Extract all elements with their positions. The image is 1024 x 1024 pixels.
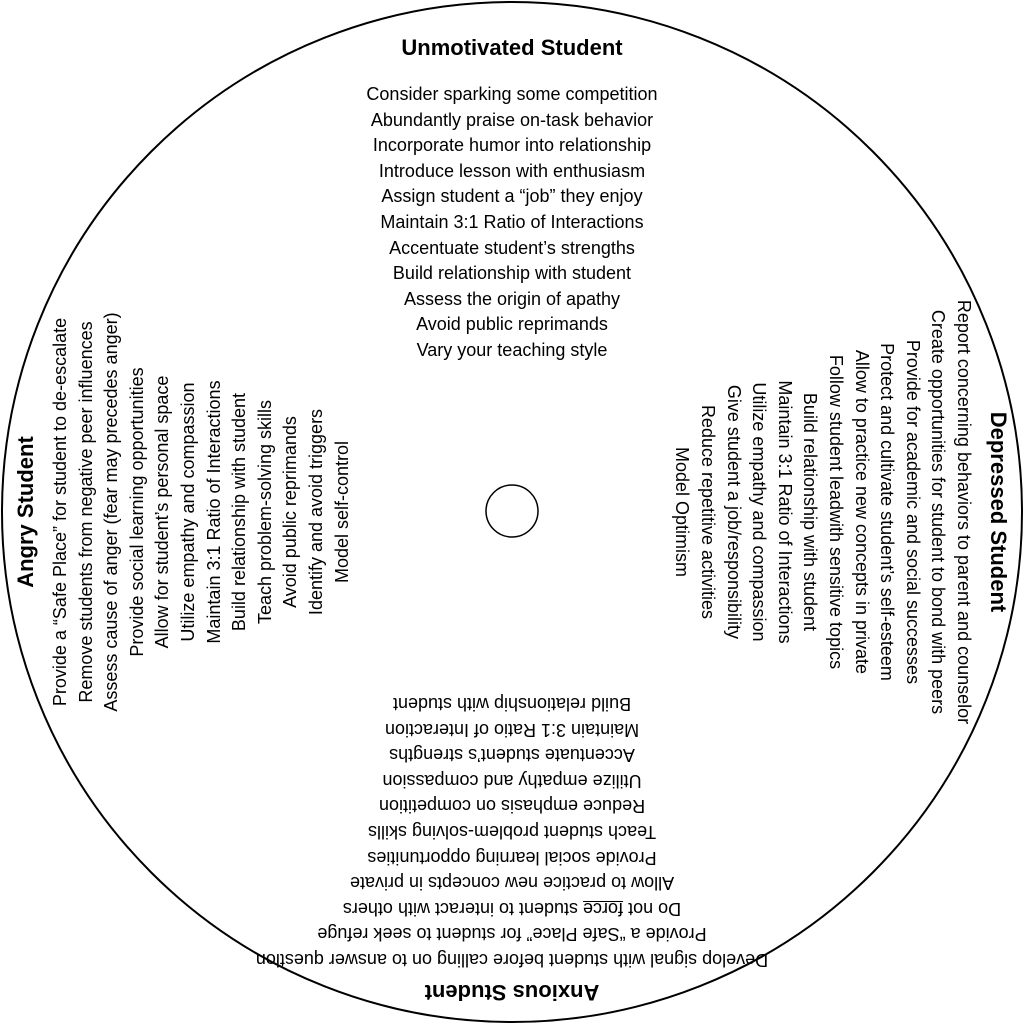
depressed-student-title: Depressed Student (986, 411, 1011, 613)
strategy-item: Provide a “Safe Place” for student to se… (317, 924, 707, 945)
strategy-item: Build relationship with student (229, 392, 250, 632)
strategy-item: Protect and cultivate student’s self-est… (877, 343, 898, 681)
strategy-item: Teach problem-solving skills (254, 399, 275, 625)
strategy-item: Accentuate student’s strengths (389, 237, 635, 258)
strategy-item: Report concerning behaviors to parent an… (954, 299, 974, 725)
strategy-text: Do not (623, 898, 682, 919)
strategy-item: Assess the origin of apathy (403, 288, 621, 309)
angry-strategy-list: Provide a “Safe Place” for student to de… (48, 152, 355, 872)
strategy-item: Remove students from negative peer influ… (75, 321, 96, 703)
strategy-item: Introduce lesson with enthusiasm (378, 160, 646, 181)
strategy-text: student to interact with others (342, 898, 584, 919)
unmotivated-student-title: Unmotivated Student (401, 35, 623, 60)
angry-student-title: Angry Student (13, 436, 38, 588)
strategy-item: Vary your teaching style (416, 339, 608, 360)
strategy-item: Allow to practice new concepts in privat… (349, 873, 675, 894)
strategy-item: Develop signal with student before calli… (255, 950, 769, 970)
strategy-item: Do not force student to interact with ot… (152, 895, 872, 921)
center-hole (485, 484, 539, 538)
strategy-item: Build relationship with student (392, 263, 632, 284)
strategy-item: Maintain 3:1 Ratio of Interactions (380, 211, 644, 232)
strategy-item: Assess cause of anger (fear may precedes… (101, 312, 122, 712)
strategy-item: Avoid public reprimands (416, 314, 608, 335)
strategy-item: Incorporate humor into relationship (372, 135, 652, 156)
strategy-item: Maintain 3:1 Ratio of Interactions (203, 380, 224, 644)
strategy-item: Create opportunities for student to bond… (928, 309, 949, 715)
strategy-item: Assign student a “job” they enjoy (381, 186, 643, 207)
strategy-item: Consider sparking some competition (366, 84, 658, 104)
unmotivated-strategy-list: Consider sparking some competition Abund… (152, 82, 872, 364)
strategy-item: Avoid public reprimands (280, 416, 301, 608)
underlined-word: force (583, 898, 624, 919)
strategy-item: Provide a “Safe Place” for student to de… (50, 317, 70, 707)
anxious-student-title: Anxious Student (424, 980, 600, 1005)
strategy-item: Model self-control (331, 440, 352, 584)
strategy-item: Utilize empathy and compassion (177, 382, 198, 642)
strategy-item: Provide social learning opportunities (126, 367, 147, 657)
strategy-item: Abundantly praise on-task behavior (370, 109, 654, 130)
strategy-item: Allow for student’s personal space (152, 375, 173, 649)
strategy-item: Provide for academic and social successe… (902, 339, 923, 685)
strategy-item: Identify and avoid triggers (305, 408, 326, 616)
